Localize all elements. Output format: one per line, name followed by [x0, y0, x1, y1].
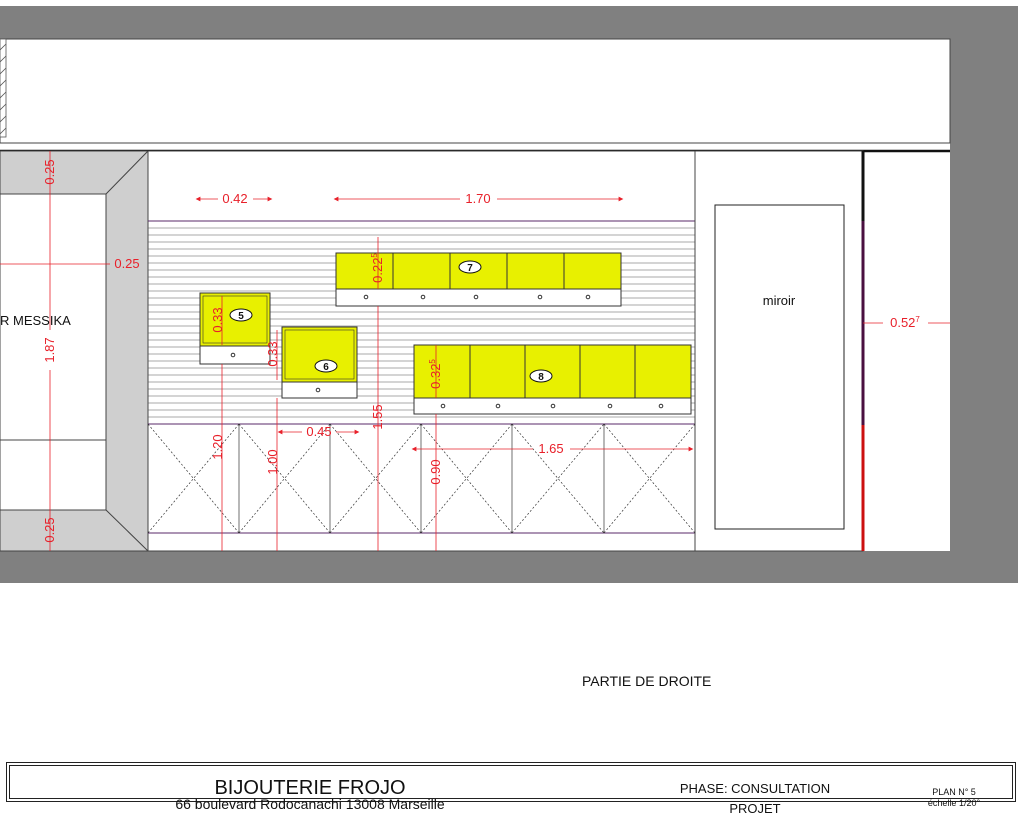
- svg-text:7: 7: [467, 263, 473, 274]
- item-tag-5: 5: [229, 308, 253, 322]
- dim-h-155: 1.55: [370, 404, 385, 429]
- dim-left-top: 0.25: [42, 159, 57, 184]
- hatched-column: [0, 38, 7, 138]
- svg-text:6: 6: [323, 362, 329, 373]
- dim-item5: 0.33: [210, 307, 225, 332]
- dim-side: 0.25: [114, 256, 139, 271]
- dim-item6: 0.33: [265, 341, 280, 366]
- dim-left-mid: 1.87: [42, 337, 57, 362]
- frame-bevel-bl: [105, 509, 149, 552]
- dimension-lines: [0, 151, 950, 551]
- shop-address: 66 boulevard Rodocanachi 13008 Marseille: [175, 796, 445, 812]
- top-wall: [0, 6, 1018, 39]
- mirror: [714, 204, 845, 530]
- frame-bevel-tl: [105, 150, 149, 195]
- phase-label: PHASE: CONSULTATION: [679, 781, 831, 796]
- showcase-6: [281, 326, 358, 399]
- title-block: [6, 762, 1016, 802]
- svg-text:8: 8: [538, 372, 544, 383]
- dim-w-045: 0.45: [306, 424, 331, 439]
- lower-cabinets: [147, 423, 696, 534]
- right-wall: [950, 39, 1018, 551]
- dim-h-120: 1.20: [210, 434, 225, 459]
- dim-item7: 0.225: [370, 253, 385, 283]
- dim-h-100: 1.00: [265, 449, 280, 474]
- floor-band: [0, 551, 1018, 583]
- dim-left-bottom: 0.25: [42, 517, 57, 542]
- item-tag-8: 8: [529, 369, 553, 383]
- showcase-8: [413, 344, 692, 415]
- dim-top-right: 1.70: [465, 191, 490, 206]
- showcase-5: [199, 292, 271, 365]
- projet-label: PROJET: [729, 801, 781, 816]
- dim-h-090: 0.90: [428, 459, 443, 484]
- item-tag-7: 7: [458, 260, 482, 274]
- drawing-caption: PARTIE DE DROITE: [582, 673, 712, 689]
- brand-label: R MESSIKA: [0, 313, 71, 328]
- dim-top-left: 0.42: [222, 191, 247, 206]
- mirror-label: miroir: [763, 293, 796, 308]
- plan-number: PLAN N° 5: [932, 787, 976, 797]
- svg-text:5: 5: [238, 311, 244, 322]
- dim-item8: 0.325: [428, 359, 443, 389]
- plan-scale: échelle 1/20°: [927, 798, 981, 808]
- ceiling-zone: [0, 38, 951, 144]
- dim-mirror-right: 0.527: [890, 315, 920, 330]
- item-tag-6: 6: [314, 359, 338, 373]
- shop-name: BIJOUTERIE FROJO: [214, 777, 406, 799]
- dim-w-165: 1.65: [538, 441, 563, 456]
